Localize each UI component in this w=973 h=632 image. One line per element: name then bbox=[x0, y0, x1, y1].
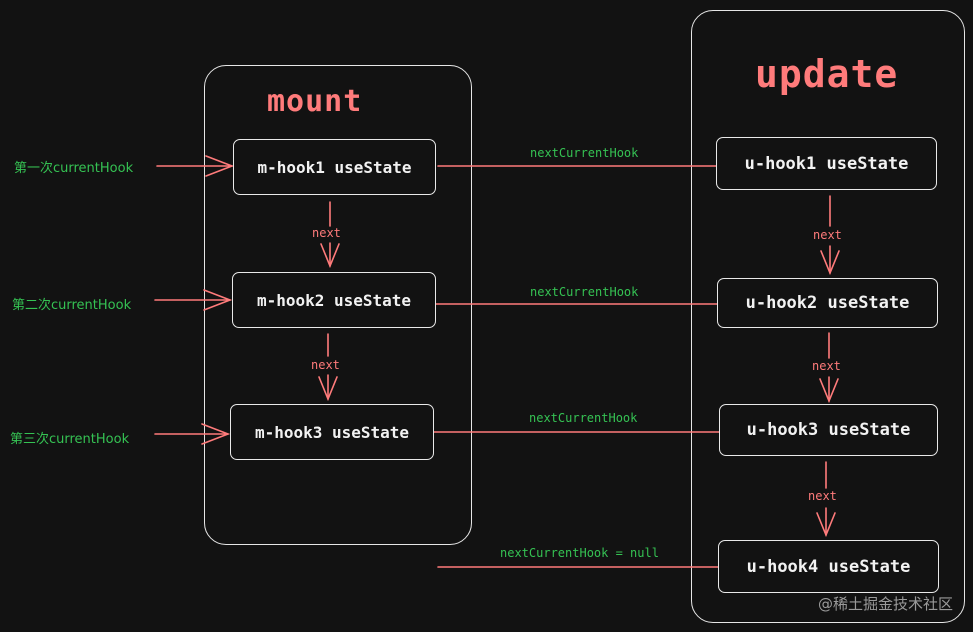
mount-next-arrow-2 bbox=[318, 333, 338, 402]
mount-next-arrow-1 bbox=[320, 201, 340, 269]
next-current-hook-label-3: nextCurrentHook bbox=[529, 411, 638, 425]
update-hook-4: u-hook4 useState bbox=[718, 540, 939, 593]
mount-container bbox=[204, 65, 472, 545]
update-container bbox=[691, 10, 965, 623]
update-hook-2: u-hook2 useState bbox=[717, 278, 938, 328]
mount-hook-1: m-hook1 useState bbox=[233, 139, 436, 195]
update-next-label-3: next bbox=[808, 489, 837, 503]
mount-next-label-2: next bbox=[311, 358, 340, 372]
next-current-hook-label-4: nextCurrentHook = null bbox=[500, 546, 659, 560]
current-hook-label-2: 第二次currentHook bbox=[12, 298, 132, 313]
update-next-arrow-1 bbox=[820, 195, 840, 276]
current-hook-label-3: 第三次currentHook bbox=[10, 432, 130, 447]
update-next-label-1: next bbox=[813, 228, 842, 242]
current-hook-arrow-3 bbox=[154, 423, 231, 445]
update-next-label-2: next bbox=[812, 359, 841, 373]
next-current-hook-label-1: nextCurrentHook bbox=[530, 146, 639, 160]
update-next-arrow-2 bbox=[819, 332, 839, 404]
current-hook-label-1: 第一次currentHook bbox=[14, 161, 134, 176]
watermark: @稀土掘金技术社区 bbox=[817, 595, 953, 613]
update-next-arrow-3 bbox=[816, 461, 836, 538]
mount-hook-2: m-hook2 useState bbox=[232, 272, 436, 328]
update-hook-1: u-hook1 useState bbox=[716, 137, 937, 190]
current-hook-arrow-1 bbox=[156, 155, 235, 177]
current-hook-arrow-2 bbox=[154, 289, 233, 311]
update-hook-3: u-hook3 useState bbox=[719, 404, 938, 456]
mount-hook-3: m-hook3 useState bbox=[230, 404, 434, 460]
next-current-hook-label-2: nextCurrentHook bbox=[530, 285, 639, 299]
mount-next-label-1: next bbox=[312, 226, 341, 240]
update-title: update bbox=[755, 52, 899, 96]
mount-title: mount bbox=[267, 84, 363, 119]
